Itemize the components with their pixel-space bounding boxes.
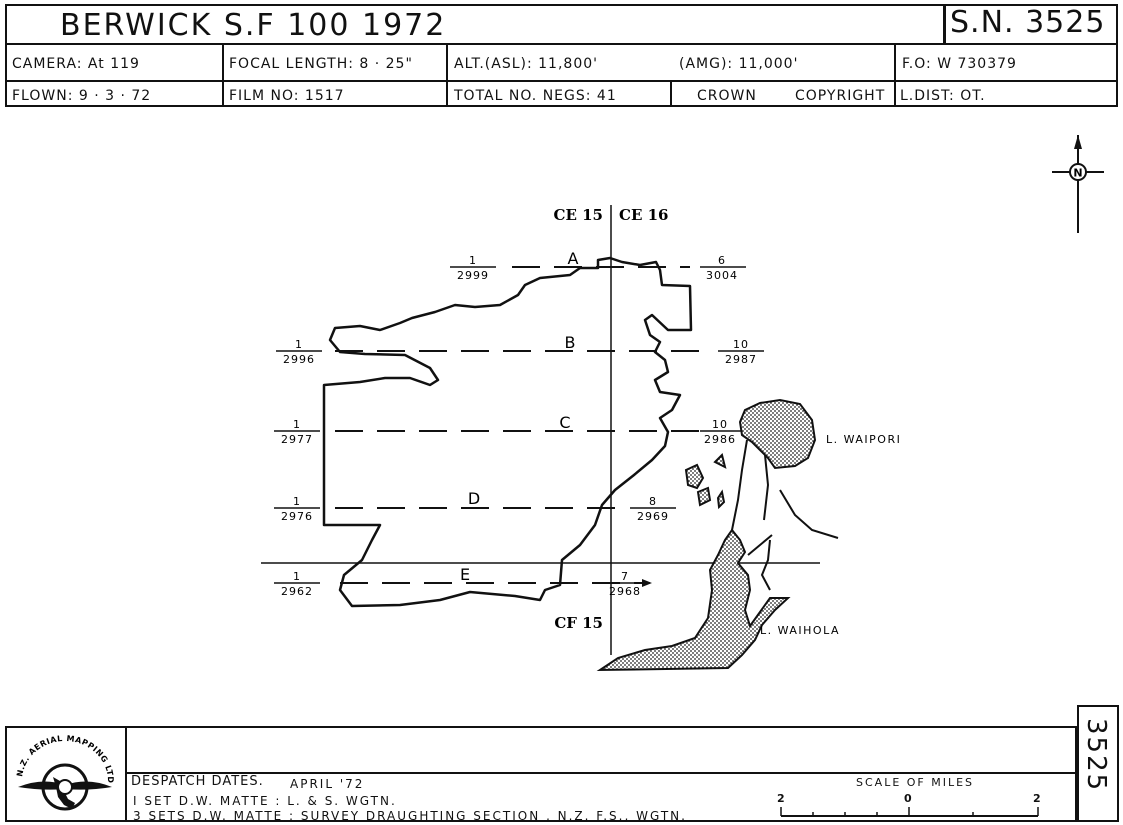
col-divider-2 [446, 43, 448, 107]
run-a-left-num: 1 [469, 254, 477, 267]
run-e-left-den: 2962 [281, 585, 313, 598]
grid-label-ce16: CE 16 [619, 206, 668, 224]
run-d-right-num: 8 [649, 495, 657, 508]
scale-bar [780, 807, 1039, 817]
run-c-right-den: 2986 [704, 433, 736, 446]
grid-label-cf15: CF 15 [554, 614, 603, 632]
run-c-right-num: 10 [712, 418, 728, 431]
run-b-right-num: 10 [733, 338, 749, 351]
total-negs-field: TOTAL NO. NEGS: 41 [454, 88, 617, 104]
despatch-label: DESPATCH DATES. [131, 774, 264, 789]
header-row-divider-2 [5, 80, 1118, 82]
col-divider-1 [222, 43, 224, 107]
logo-divider [125, 726, 127, 822]
flight-run-lines [335, 266, 710, 584]
despatch-line-1: I SET D.W. MATTE : L. & S. WGTN. [133, 794, 397, 808]
copyright-label: COPYRIGHT [795, 88, 886, 104]
col-divider-3 [670, 80, 672, 107]
run-letter-e: E [460, 565, 470, 584]
run-e-right-num: 7 [621, 570, 629, 583]
run-letter-c: C [559, 413, 570, 432]
lake-waipori-label: L. WAIPORI [826, 433, 901, 446]
run-e-right-den: 2968 [609, 585, 641, 598]
despatch-date: APRIL '72 [290, 777, 365, 791]
waihola-river [747, 534, 773, 591]
svg-text:N.Z. AERIAL MAPPING LTD.: N.Z. AERIAL MAPPING LTD. [8, 729, 115, 784]
run-a-right-den: 3004 [706, 269, 738, 282]
wetland-island-2 [696, 486, 712, 507]
run-d-right-den: 2969 [637, 510, 669, 523]
scale-label-zero: 0 [904, 792, 914, 805]
sheet-number: S.N. 3525 [950, 5, 1106, 40]
north-arrow-icon: N [1052, 135, 1104, 233]
scale-title: SCALE OF MILES [856, 776, 975, 789]
lake-waipori [738, 398, 817, 470]
l-dist-field: L.DIST: OT. [900, 88, 986, 104]
flown-field: FLOWN: 9 · 3 · 72 [12, 88, 152, 104]
run-b-left-den: 2996 [283, 353, 315, 366]
lake-waihola [596, 528, 791, 672]
run-b-left-num: 1 [295, 338, 303, 351]
sheet-number-divider [943, 4, 946, 44]
scale-label-left: 2 [777, 792, 787, 805]
wetland-island-3 [713, 453, 727, 469]
run-letter-d: D [468, 489, 480, 508]
run-e-left-num: 1 [293, 570, 301, 583]
focal-length-field: FOCAL LENGTH: 8 · 25" [229, 56, 413, 72]
altitude-asl-field: ALT.(ASL): 11,800' [454, 56, 598, 72]
sortie-title: BERWICK S.F 100 1972 [60, 8, 447, 43]
vertical-sheet-number: 3525 [1081, 718, 1111, 793]
nz-aerial-mapping-logo: N.Z. AERIAL MAPPING LTD. [8, 729, 115, 811]
footer-top-line [125, 772, 1077, 774]
run-fraction-bars [274, 266, 764, 584]
header-box [5, 4, 1118, 107]
grid-label-ce15: CE 15 [554, 206, 603, 224]
run-d-left-den: 2976 [281, 510, 313, 523]
fo-field: F.O: W 730379 [902, 56, 1017, 72]
altitude-amg-field: (AMG): 11,000' [679, 56, 799, 72]
run-d-left-num: 1 [293, 495, 301, 508]
coverage-boundary [322, 256, 693, 608]
crown-label: CROWN [697, 88, 757, 104]
lake-waihola-label: L. WAIHOLA [760, 624, 840, 637]
vertical-number-box [1077, 705, 1119, 822]
footer-box [5, 726, 1077, 822]
run-b-right-den: 2987 [725, 353, 757, 366]
run-a-left-den: 2999 [457, 269, 489, 282]
run-letter-a: A [568, 249, 579, 268]
run-letter-b: B [565, 333, 576, 352]
col-divider-4 [894, 43, 896, 107]
run-c-left-den: 2977 [281, 433, 313, 446]
waipori-river [731, 439, 839, 539]
run-a-right-num: 6 [718, 254, 726, 267]
scale-label-right: 2 [1033, 792, 1043, 805]
north-label: N [1073, 167, 1082, 180]
film-no-field: FILM NO: 1517 [229, 88, 345, 104]
wetland-island-1 [684, 463, 705, 490]
header-row-divider-1 [5, 43, 1118, 45]
wetland-island-4 [716, 489, 726, 510]
logo-text: N.Z. AERIAL MAPPING LTD. [8, 729, 115, 784]
camera-field: CAMERA: At 119 [12, 56, 140, 72]
run-c-left-num: 1 [293, 418, 301, 431]
despatch-line-2: 3 SETS D.W. MATTE : SURVEY DRAUGHTING SE… [133, 809, 687, 823]
